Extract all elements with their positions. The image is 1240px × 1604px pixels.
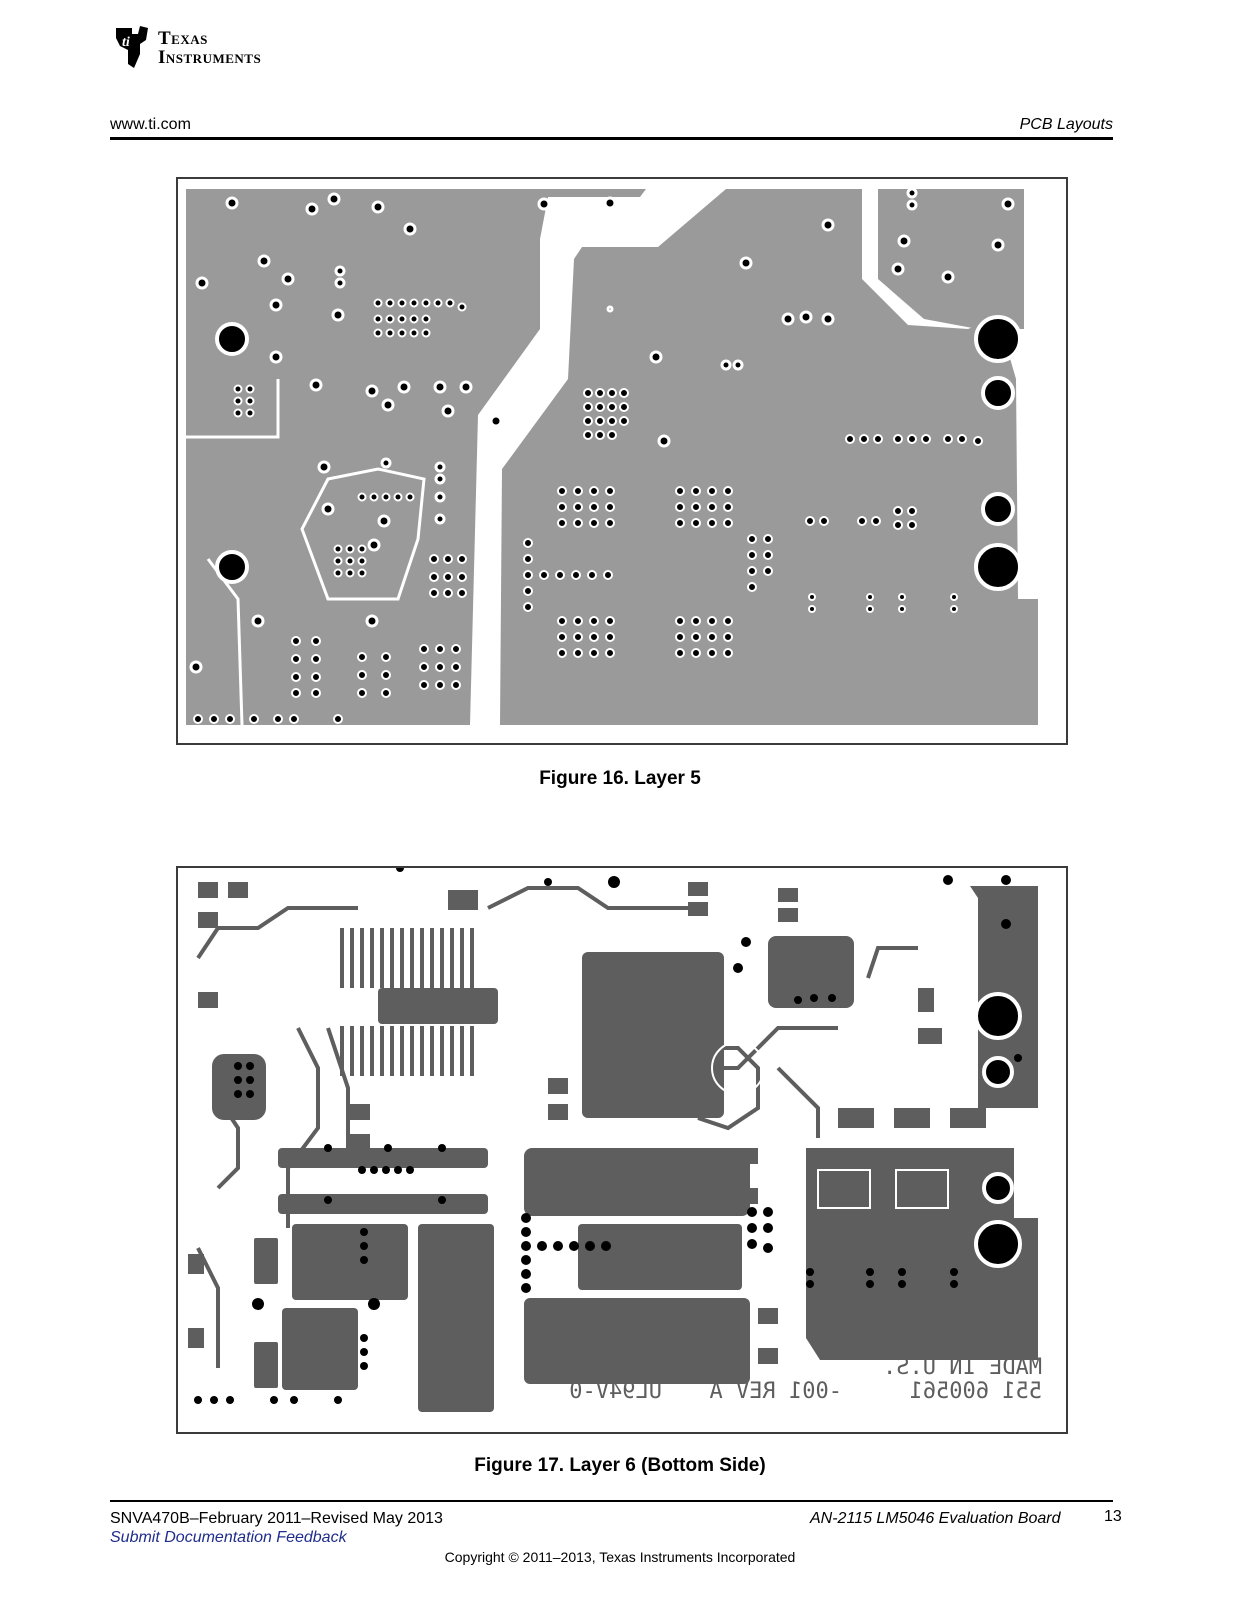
silkscreen-revision: -001 REV A [710,1379,842,1404]
footer-doc-title: AN-2115 LM5046 Evaluation Board [810,1510,1061,1527]
ti-logo: ti Texas Instruments [110,24,310,72]
header-website[interactable]: www.ti.com [110,116,191,133]
submit-feedback-link[interactable]: Submit Documentation Feedback [110,1529,347,1546]
header-rule [110,137,1113,140]
copyright: Copyright © 2011–2013, Texas Instruments… [444,1549,796,1565]
silkscreen-made-in: MADE IN U.S. [883,1355,1042,1380]
svg-text:ti: ti [122,35,130,50]
footer-doc-id: SNVA470B–February 2011–Revised May 2013 [110,1510,443,1527]
logo-line2: Instruments [158,47,262,68]
figure-layer-6: MADE IN U.S. 551 600561 -001 REV A UL94V… [176,864,1068,1434]
header-section: PCB Layouts [1019,116,1113,133]
figure-layer-5 [176,177,1068,745]
figure-17-caption: Figure 17. Layer 6 (Bottom Side) [474,1455,766,1476]
ti-logo-icon: ti [116,26,148,68]
page-number: 13 [1104,1508,1122,1525]
logo-line1: Texas [158,28,208,49]
silkscreen-rating: UL94V-0 [569,1379,662,1404]
figure-16-caption: Figure 16. Layer 5 [539,768,701,789]
layer-5-pcb-image [186,187,1038,726]
layer-6-pcb-image: MADE IN U.S. 551 600561 -001 REV A UL94V… [188,864,1042,1412]
silkscreen-part-number: 551 600561 [910,1379,1042,1404]
footer-rule [110,1500,1113,1502]
